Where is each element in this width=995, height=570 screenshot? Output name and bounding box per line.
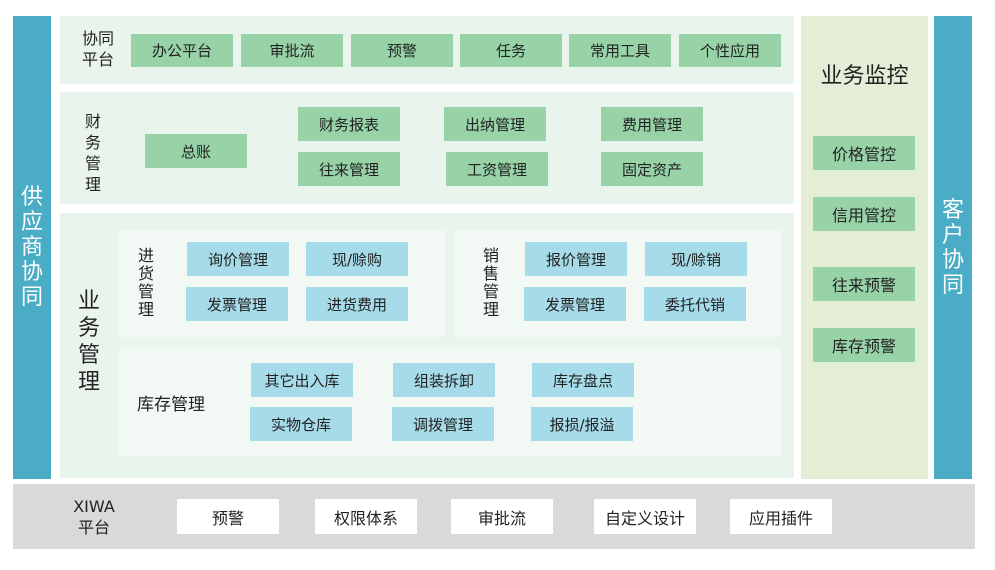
collab-item-office[interactable]: 办公平台: [131, 34, 233, 67]
finance-item-assets[interactable]: 固定资产: [601, 152, 703, 186]
inventory-title: 库存管理: [137, 395, 205, 415]
finance-item-expense[interactable]: 费用管理: [601, 107, 703, 141]
sales-item-quote[interactable]: 报价管理: [525, 242, 627, 276]
monitor-item-accounts-alert[interactable]: 往来预警: [813, 267, 915, 301]
purchase-item-cash-credit[interactable]: 现/赊购: [306, 242, 408, 276]
customer-collaboration-label: 客户协同: [941, 197, 964, 298]
xiwa-item-custom-design[interactable]: 自定义设计: [594, 499, 696, 534]
inventory-item-assembly[interactable]: 组装拆卸: [393, 363, 495, 397]
sales-title: 销售管理: [482, 246, 499, 319]
purchase-title: 进货管理: [137, 246, 154, 319]
finance-title: 财务管理: [84, 112, 101, 194]
sales-item-invoice[interactable]: 发票管理: [524, 287, 626, 321]
collab-item-alert[interactable]: 预警: [351, 34, 453, 67]
supplier-collaboration-bar: 供应商协同: [13, 16, 51, 479]
xiwa-item-plugins[interactable]: 应用插件: [730, 499, 832, 534]
xiwa-title: XIWA 平台: [73, 497, 115, 537]
finance-item-cashier[interactable]: 出纳管理: [444, 107, 546, 141]
monitor-panel: [801, 16, 928, 479]
inventory-item-other-io[interactable]: 其它出入库: [251, 363, 353, 397]
collab-item-tools[interactable]: 常用工具: [569, 34, 671, 67]
sales-item-consignment[interactable]: 委托代销: [644, 287, 746, 321]
monitor-item-price[interactable]: 价格管控: [813, 136, 915, 170]
finance-item-report[interactable]: 财务报表: [298, 107, 400, 141]
supplier-collaboration-label: 供应商协同: [20, 185, 43, 310]
purchase-item-inquiry[interactable]: 询价管理: [187, 242, 289, 276]
finance-item-ledger[interactable]: 总账: [145, 134, 247, 168]
inventory-item-stocktake[interactable]: 库存盘点: [532, 363, 634, 397]
xiwa-item-approval[interactable]: 审批流: [451, 499, 553, 534]
xiwa-item-permissions[interactable]: 权限体系: [315, 499, 417, 534]
collab-item-task[interactable]: 任务: [460, 34, 562, 67]
business-title: 业务管理: [77, 289, 100, 395]
customer-collaboration-bar: 客户协同: [934, 16, 972, 479]
collab-item-approval[interactable]: 审批流: [241, 34, 343, 67]
finance-item-accounts[interactable]: 往来管理: [298, 152, 400, 186]
sales-item-cash-credit[interactable]: 现/赊销: [645, 242, 747, 276]
collab-item-personal[interactable]: 个性应用: [679, 34, 781, 67]
inventory-item-transfer[interactable]: 调拨管理: [392, 407, 494, 441]
monitor-item-credit[interactable]: 信用管控: [813, 197, 915, 231]
monitor-title: 业务监控: [820, 64, 909, 89]
inventory-item-loss-gain[interactable]: 报损/报溢: [531, 407, 633, 441]
inventory-item-warehouse[interactable]: 实物仓库: [250, 407, 352, 441]
finance-item-salary[interactable]: 工资管理: [446, 152, 548, 186]
purchase-item-invoice[interactable]: 发票管理: [186, 287, 288, 321]
collab-platform-title: 协同 平台: [81, 29, 114, 69]
monitor-item-stock-alert[interactable]: 库存预警: [813, 328, 915, 362]
purchase-item-cost[interactable]: 进货费用: [306, 287, 408, 321]
xiwa-item-alert[interactable]: 预警: [177, 499, 279, 534]
